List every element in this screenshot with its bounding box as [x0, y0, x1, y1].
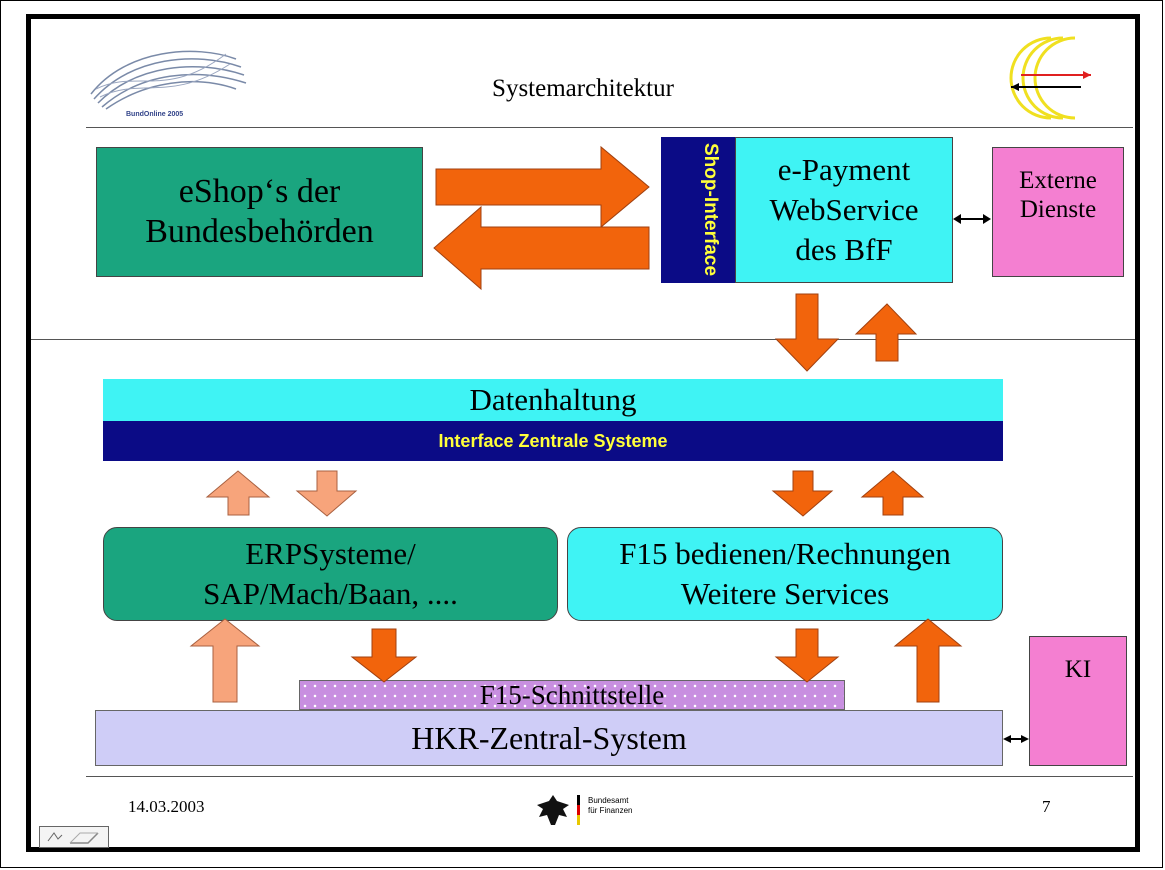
arrow-down-erp-2 — [350, 628, 418, 683]
interface-zentrale-label: Interface Zentrale Systeme — [438, 430, 668, 451]
arrow-right-to-shop — [435, 145, 650, 229]
externe-dienste-box: Externe Dienste — [992, 147, 1124, 277]
arrow-down-epayment — [774, 293, 840, 372]
arrow-down-f15-2 — [774, 628, 840, 683]
slide-nav-button[interactable] — [39, 826, 109, 848]
externe-line2: Dienste — [1019, 196, 1097, 223]
eshop-box: eShop‘s der Bundesbehörden — [96, 147, 423, 277]
hkr-zentral-box: HKR-Zentral-System — [95, 710, 1003, 766]
bundonline-logo: BundOnline 2005 — [86, 39, 256, 124]
arrow-left-to-eshop — [433, 205, 650, 291]
section-divider — [31, 339, 1135, 340]
header-divider — [86, 127, 1133, 128]
bff-logo-line2: für Finanzen — [588, 806, 633, 815]
epayment-line1: e-Payment — [777, 152, 911, 187]
arrow-up-erp-1 — [205, 470, 271, 516]
externe-line1: Externe — [1019, 167, 1097, 194]
datenhaltung-label: Datenhaltung — [469, 382, 637, 417]
arrows-layer — [189, 145, 1029, 743]
epayment-line3: des BfF — [795, 232, 893, 267]
pen-nav-icon — [47, 832, 99, 844]
footer-date: 14.03.2003 — [128, 797, 205, 816]
bundonline-caption: BundOnline 2005 — [126, 111, 184, 118]
bundonline-swirl-icon — [90, 50, 247, 110]
f15-schnittstelle-box: F15-Schnittstelle — [299, 680, 845, 710]
datenhaltung-box: Datenhaltung — [103, 379, 1003, 421]
epayment-line2: WebService — [769, 192, 919, 227]
ki-box: KI — [1029, 636, 1127, 766]
erp-line2: SAP/Mach/Baan, .... — [203, 576, 458, 611]
epayment-box: e-Payment WebService des BfF — [735, 137, 953, 283]
page-title: Systemarchitektur — [492, 75, 674, 102]
arrow-up-f15-2 — [893, 618, 963, 703]
arrow-down-f15-1 — [771, 470, 834, 517]
hkr-label: HKR-Zentral-System — [411, 719, 687, 756]
arrow-up-epayment — [854, 303, 918, 362]
f15-line2: Weitere Services — [680, 576, 890, 611]
f15-services-box: F15 bedienen/Rechnungen Weitere Services — [567, 527, 1003, 621]
federal-eagle-icon — [537, 795, 580, 825]
slide: BundOnline 2005 Systemarchitektur eShop‘… — [26, 14, 1140, 852]
schnittstelle-label: F15-Schnittstelle — [479, 680, 665, 710]
arrow-down-erp-1 — [295, 470, 358, 517]
erp-line1: ERPSysteme/ — [245, 536, 416, 571]
bff-logo-line1: Bundesamt — [588, 796, 629, 805]
page-number: 7 — [1042, 797, 1051, 816]
bff-logo: Bundesamt für Finanzen — [533, 791, 693, 829]
erp-systeme-box: ERPSysteme/ SAP/Mach/Baan, .... — [103, 527, 558, 621]
ki-label: KI — [1064, 656, 1092, 683]
arrow-up-erp-2 — [189, 618, 261, 703]
circles-arrows-logo — [991, 33, 1101, 123]
f15-line1: F15 bedienen/Rechnungen — [619, 536, 951, 571]
shop-interface-bar: Shop-Interface — [661, 137, 735, 283]
shop-interface-label: Shop-Interface — [700, 143, 721, 277]
arrow-up-f15-1 — [860, 470, 925, 516]
circles-arrows-icon — [1009, 36, 1091, 120]
interface-zentrale-bar: Interface Zentrale Systeme — [103, 421, 1003, 461]
footer-divider — [86, 776, 1133, 777]
eshop-label: eShop‘s der Bundesbehörden — [145, 173, 374, 250]
